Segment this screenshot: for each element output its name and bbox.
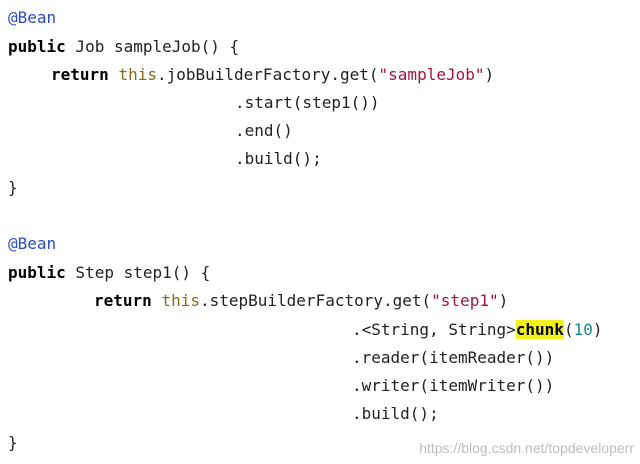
bean-annotation-2: @Bean [8, 234, 57, 253]
watermark-url: https://blog.csdn.net/topdeveloperr [419, 440, 634, 456]
job-method-signature: public Job sampleJob() { [8, 33, 239, 61]
keyword-this: this [161, 291, 200, 310]
job-call-close: ) [484, 65, 495, 84]
job-signature-rest: Job sampleJob() { [65, 37, 240, 56]
step-chain-reader: .reader(itemReader()) [352, 348, 555, 367]
step-close-brace: } [8, 433, 18, 452]
keyword-public: public [8, 263, 66, 282]
step-name-string: "step1" [431, 291, 499, 310]
chunk-size-number: 10 [573, 320, 593, 339]
step-chain-writer: .writer(itemWriter()) [352, 376, 555, 395]
job-close-brace: } [8, 178, 18, 197]
step-chain-build: .build(); [352, 404, 439, 423]
job-factory-call: .jobBuilderFactory.get( [156, 65, 379, 84]
keyword-public: public [8, 37, 66, 56]
step-factory-call: .stepBuilderFactory.get( [199, 291, 432, 310]
job-name-string: "sampleJob" [378, 65, 485, 84]
step-call-close: ) [498, 291, 509, 310]
bean-annotation-1: @Bean [8, 8, 57, 27]
chunk-highlight: chunk [515, 320, 564, 339]
job-return-line: return this.jobBuilderFactory.get("sampl… [51, 61, 494, 89]
keyword-this: this [118, 65, 157, 84]
chunk-generic-prefix: .<String, String> [352, 320, 516, 339]
keyword-return: return [51, 65, 109, 84]
step-return-line: return this.stepBuilderFactory.get("step… [94, 287, 508, 315]
step-chunk-line: .<String, String>chunk(10) [352, 316, 602, 344]
keyword-return: return [94, 291, 152, 310]
chunk-close-paren: ) [592, 320, 603, 339]
step-signature-rest: Step step1() { [65, 263, 211, 282]
chunk-open-paren: ( [563, 320, 574, 339]
job-chain-build: .build(); [235, 149, 322, 168]
step-method-signature: public Step step1() { [8, 259, 210, 287]
job-chain-start: .start(step1()) [235, 93, 380, 112]
job-chain-end: .end() [235, 121, 293, 140]
